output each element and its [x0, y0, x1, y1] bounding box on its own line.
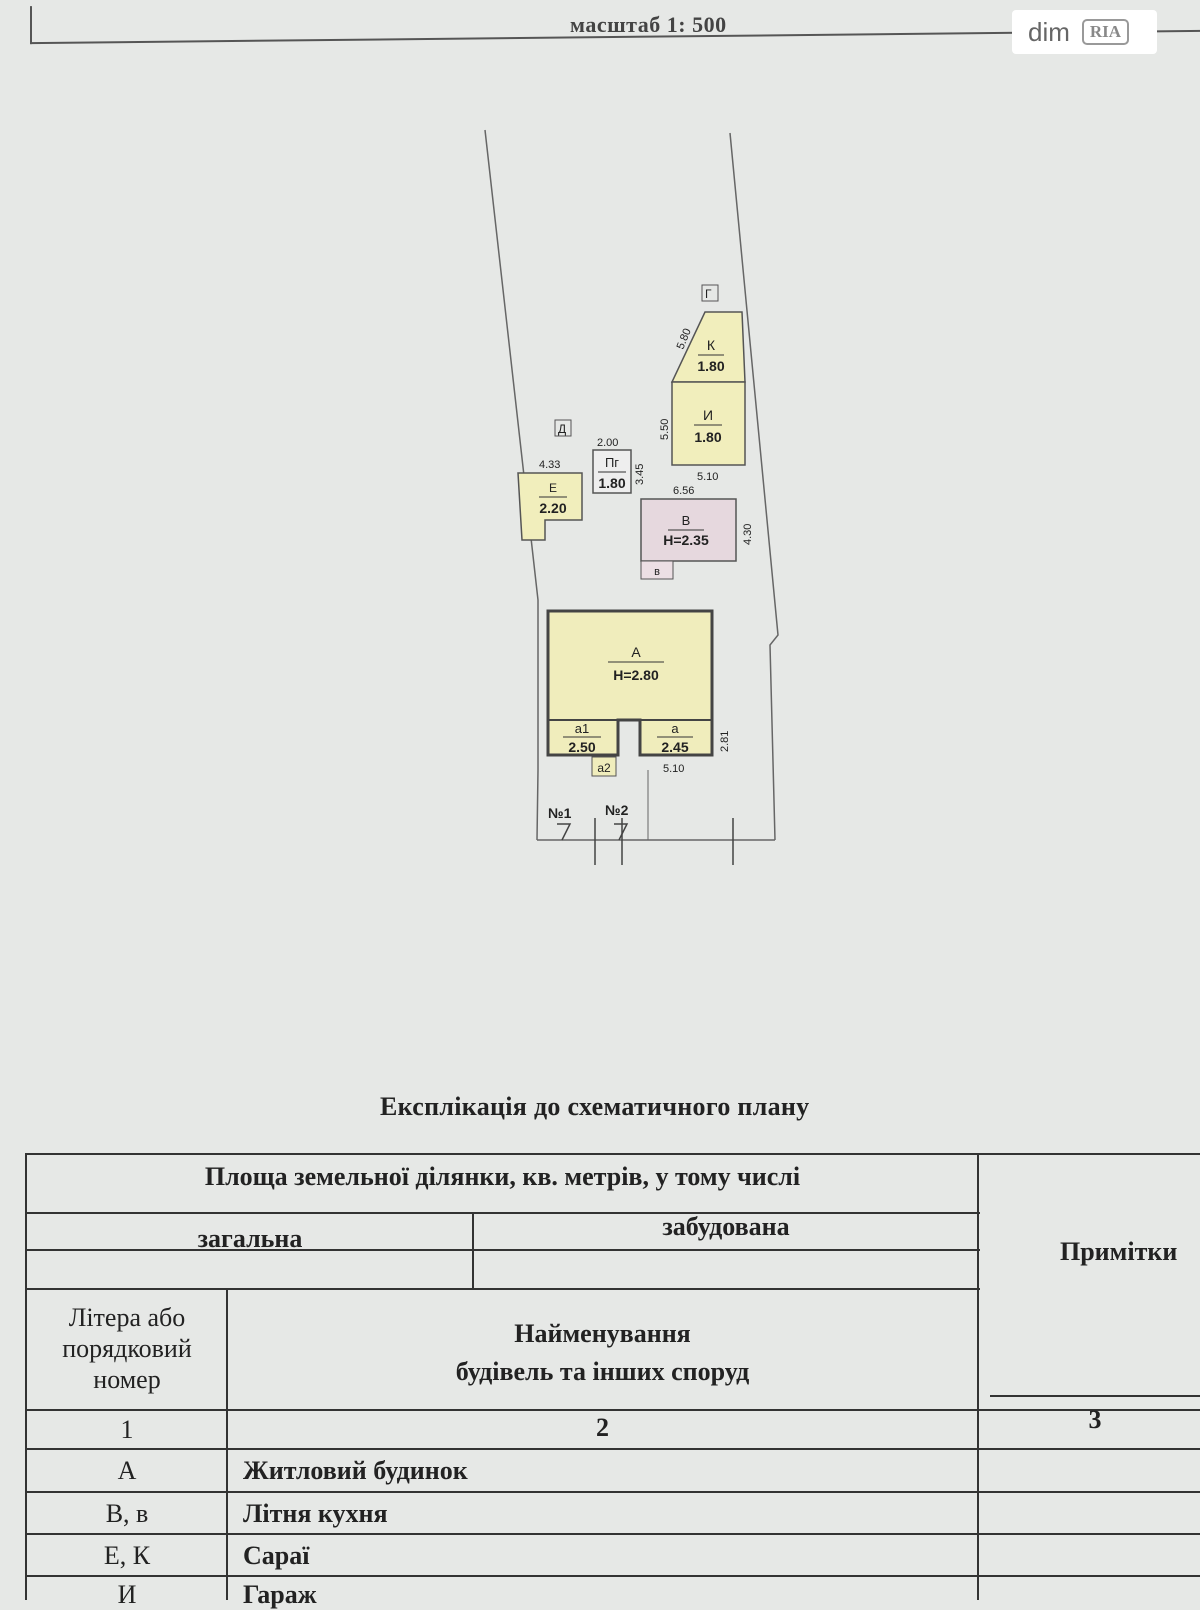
table-row-name: Літня кухня: [243, 1499, 388, 1528]
letter-column-header-line: Літера або: [68, 1303, 186, 1332]
building-pg-letter: Пг: [605, 455, 619, 470]
gate-2-label: №2: [605, 802, 629, 818]
building-e-height: 2.20: [539, 500, 566, 516]
building-e-letter: Е: [549, 481, 557, 495]
label-d: Д: [558, 422, 566, 436]
table-line: [25, 1249, 980, 1251]
table-line: [25, 1288, 980, 1290]
building-i-letter: И: [703, 407, 713, 423]
table-line: [977, 1153, 979, 1600]
name-column-header: Найменування будівель та інших споруд: [228, 1315, 977, 1391]
area-total-header: загальна: [197, 1224, 303, 1253]
label-g: Г: [705, 287, 712, 301]
label-g-box: [701, 284, 719, 302]
building-pg-dim-top: 2.00: [597, 437, 618, 449]
building-e-dim-top: 4.33: [539, 459, 560, 471]
letter-column-header: Літера або порядковий номер: [28, 1302, 226, 1395]
building-a2: [591, 756, 617, 777]
building-a-height: Н=2.80: [613, 667, 659, 683]
table-line: [990, 1395, 1200, 1397]
column-number-1: 1: [120, 1415, 134, 1444]
building-v-dim-top: 6.56: [673, 485, 694, 497]
building-i-dim-bottom: 5.10: [697, 471, 718, 483]
name-column-header-line: Найменування: [514, 1319, 691, 1348]
table-row-letter: А: [117, 1456, 137, 1485]
building-v-height: Н=2.35: [663, 532, 709, 548]
table-row-name: Гараж: [243, 1580, 317, 1609]
building-v: [640, 498, 737, 562]
notes-header: Примітки: [1060, 1237, 1178, 1266]
table-row-letter: В, в: [105, 1499, 149, 1528]
label-d-box: [554, 419, 572, 437]
building-e: [517, 472, 583, 541]
plot-boundary-right: [729, 132, 779, 841]
table-line: [25, 1533, 1200, 1535]
building-i-dim-side: 5.50: [659, 419, 671, 440]
building-a1-letter: а1: [575, 721, 589, 736]
gate-1-label: №1: [548, 805, 572, 821]
column-number-2: 2: [596, 1413, 609, 1442]
area-header: Площа земельної ділянки, кв. метрів, у т…: [204, 1162, 801, 1191]
table-line: [25, 1575, 1200, 1577]
building-pg-dim-side: 3.45: [634, 464, 646, 485]
building-v-small-letter: в: [654, 566, 660, 578]
table-line: [25, 1153, 27, 1600]
gate-2-icon: [614, 823, 629, 841]
gate-1-icon: [557, 823, 572, 841]
table-line: [25, 1153, 1200, 1155]
explication-title: Експлікація до схематичного плану: [380, 1092, 810, 1121]
table-line: [25, 1212, 980, 1214]
table-row-name: Житловий будинок: [243, 1456, 468, 1485]
dimria-logo: dim RIA: [1012, 10, 1157, 54]
logo-dim: dim: [1028, 16, 1070, 47]
building-v-letter: В: [682, 513, 691, 528]
area-built-header: забудована: [662, 1212, 790, 1241]
building-a1-height: 2.50: [568, 739, 595, 755]
table-row-letter: Е, К: [103, 1541, 151, 1570]
table-row-name: Сараї: [243, 1541, 310, 1570]
building-a-small-height: 2.45: [661, 739, 688, 755]
column-number-3: 3: [1088, 1405, 1102, 1434]
building-a-small-dim-bottom: 5.10: [663, 763, 684, 775]
table-line: [25, 1491, 1200, 1493]
building-a-small-letter: а: [671, 721, 679, 736]
building-pg-height: 1.80: [598, 475, 625, 491]
plot-boundary-left: [484, 129, 539, 841]
building-v-dim-side: 4.30: [742, 524, 754, 545]
table-line: [25, 1448, 1200, 1450]
table-line: [25, 1409, 1200, 1411]
building-k-letter: К: [707, 337, 716, 353]
letter-column-header-line: порядковий: [62, 1334, 192, 1363]
letter-column-header-line: номер: [93, 1365, 161, 1394]
logo-ria: RIA: [1081, 19, 1130, 45]
scale-label: масштаб 1: 500: [570, 12, 727, 37]
building-i-height: 1.80: [694, 429, 721, 445]
building-v-small: [640, 560, 674, 580]
building-k-height: 1.80: [697, 358, 724, 374]
building-i: [671, 381, 746, 466]
building-a-small-dim-side: 2.81: [719, 731, 731, 752]
table-line: [226, 1290, 228, 1600]
building-a-letter: А: [631, 644, 641, 660]
table-row-letter: И: [117, 1580, 137, 1609]
name-column-header-line: будівель та інших споруд: [455, 1357, 750, 1386]
table-line: [472, 1212, 474, 1290]
building-a2-letter: а2: [597, 761, 611, 775]
